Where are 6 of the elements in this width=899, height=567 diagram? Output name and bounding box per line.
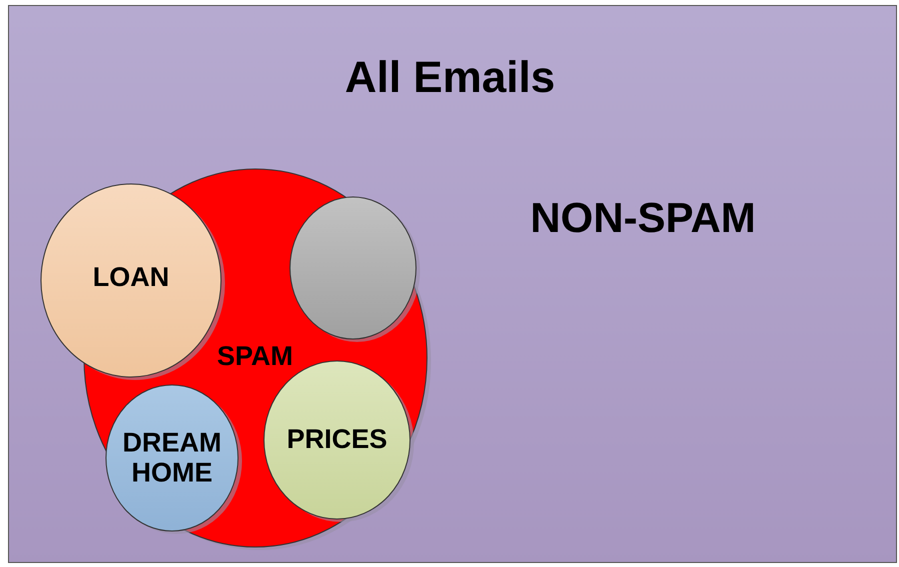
region-label: NON-SPAM (529, 194, 757, 242)
set-label: LOAN (92, 263, 170, 293)
set-label: DREAM HOME (122, 428, 222, 488)
set-label: SPAM (216, 342, 294, 372)
set-label: PRICES (286, 425, 388, 455)
set-heading: All Emails (344, 54, 556, 102)
